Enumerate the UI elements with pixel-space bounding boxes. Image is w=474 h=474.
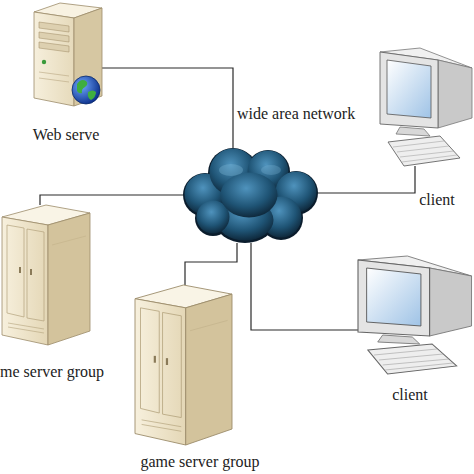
illustration-shape: [388, 136, 460, 166]
device-label: me server group: [0, 362, 130, 382]
illustration-shape: [135, 299, 186, 445]
illustration-shape: [52, 236, 86, 245]
illustration-shape: [183, 148, 318, 243]
illustration-shape: [77, 80, 87, 93]
illustration-shape: [39, 32, 69, 42]
device-illustration: [30, 2, 102, 107]
illustration-shape: [39, 22, 69, 32]
illustration-shape: [402, 155, 457, 162]
illustration-shape: [367, 268, 421, 326]
illustration-shape: [430, 268, 472, 336]
illustration-shape: [141, 308, 160, 413]
illustration-shape: [378, 335, 420, 344]
illustration-shape: [39, 72, 69, 76]
network-device: me server group: [2, 205, 90, 345]
illustration-shape: [88, 91, 96, 101]
illustration-shape: [261, 165, 281, 175]
device-illustration: [2, 205, 90, 345]
illustration-shape: [383, 359, 450, 365]
illustration-shape: [358, 260, 430, 336]
illustration-shape: [39, 42, 69, 52]
illustration-shape: [19, 267, 21, 273]
illustration-shape: [72, 76, 100, 104]
network-device: client: [358, 256, 474, 374]
illustration-shape: [163, 312, 182, 417]
network-link: [185, 243, 237, 285]
illustration-shape: [190, 320, 227, 330]
illustration-shape: [48, 213, 90, 345]
illustration-shape: [219, 164, 243, 176]
illustration-shape: [2, 217, 48, 345]
network-link: [318, 166, 415, 193]
network-link: [40, 195, 183, 205]
network-link: [251, 243, 358, 330]
illustration-shape: [374, 349, 437, 355]
device-label: client: [380, 385, 440, 405]
illustration-shape: [438, 60, 472, 128]
network-device: wide area network: [183, 148, 318, 243]
illustration-shape: [39, 78, 69, 82]
device-illustration: [135, 285, 232, 445]
illustration-shape: [397, 146, 449, 152]
illustration-shape: [396, 127, 430, 136]
illustration-shape: [42, 60, 46, 64]
device-label: Web serve: [16, 125, 116, 145]
network-device: Web serve: [30, 2, 102, 107]
device-illustration: [183, 148, 318, 243]
illustration-shape: [154, 356, 156, 363]
device-illustration: [380, 48, 474, 166]
illustration-shape: [393, 141, 444, 147]
device-label: wide area network: [237, 104, 387, 124]
illustration-shape: [142, 424, 182, 431]
network-device: client: [380, 48, 474, 166]
illustration-shape: [27, 229, 44, 321]
illustration-shape: [186, 294, 232, 445]
device-label: client: [407, 190, 467, 210]
network-device: game server group: [135, 285, 232, 445]
illustration-shape: [385, 363, 453, 370]
illustration-shape: [166, 358, 168, 365]
illustration-shape: [368, 344, 457, 374]
illustration-shape: [34, 12, 74, 106]
device-illustration: [358, 256, 474, 374]
illustration-shape: [30, 269, 32, 275]
network-link: [102, 68, 233, 148]
device-label: game server group: [130, 452, 270, 472]
illustration-shape: [380, 52, 438, 128]
illustration-shape: [221, 173, 278, 218]
illustration-shape: [400, 151, 454, 157]
illustration-shape: [7, 225, 24, 317]
illustration-shape: [8, 327, 44, 333]
illustration-shape: [379, 354, 443, 360]
illustration-shape: [387, 60, 431, 118]
